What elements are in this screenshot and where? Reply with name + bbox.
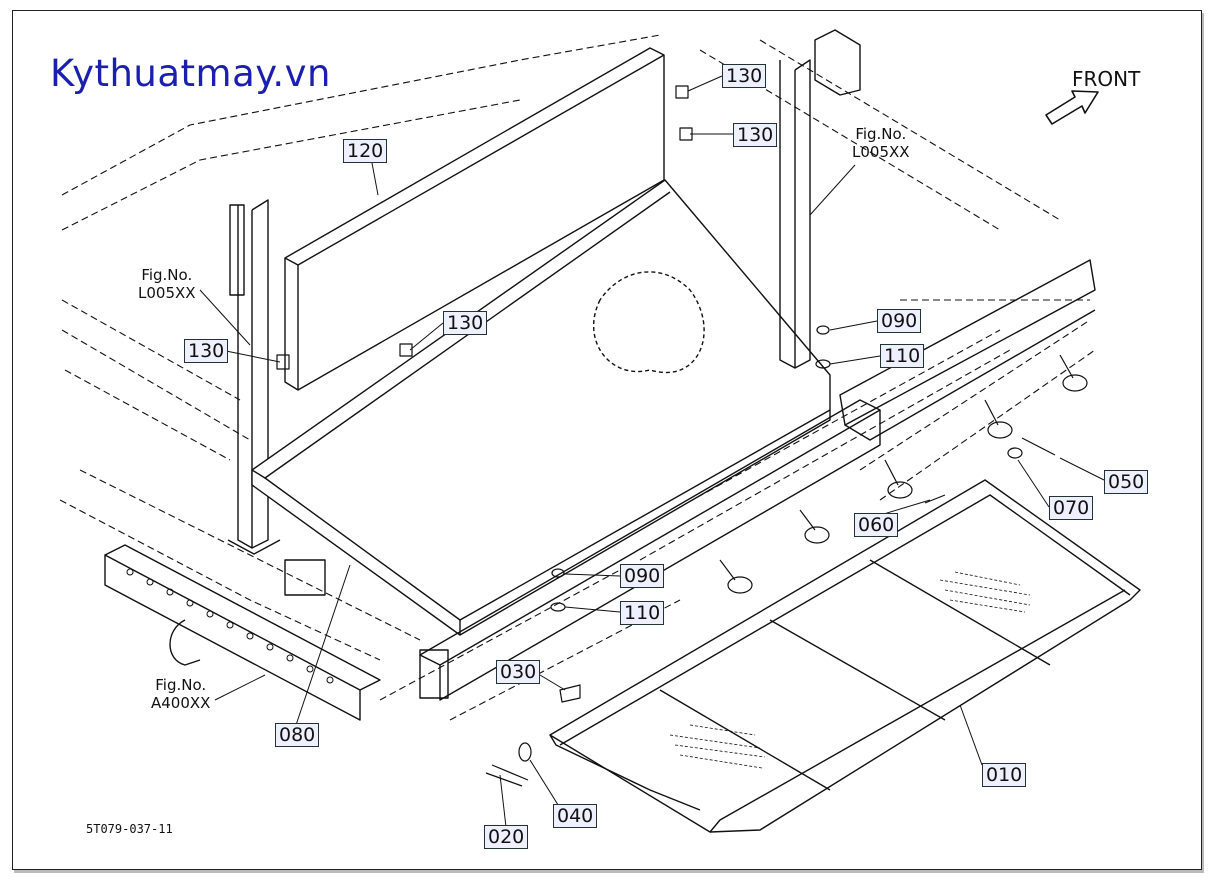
fig-ref-line2: L005XX [138,284,196,302]
fig-ref-upper-right: Fig.No. L005XX [852,125,910,161]
part-callout-080: 080 [275,723,320,747]
part-callout-070: 070 [1049,496,1094,520]
floor-panel [251,179,831,636]
part-callout-090-lower: 090 [620,564,665,588]
fig-ref-line1: Fig.No. [141,266,193,284]
front-arrow-icon [1045,90,1099,125]
guard-tray-010 [549,479,1141,833]
part-callout-130-center: 130 [443,311,488,335]
fig-ref-left: Fig.No. L005XX [138,266,196,302]
part-callout-130-left: 130 [184,339,229,363]
cutaway-outline [593,271,705,373]
left-upright-post [227,199,281,555]
drawing-number: 5T079-037-11 [86,822,173,836]
part-callout-040: 040 [553,804,598,828]
fig-ref-line1: Fig.No. [855,125,907,143]
fig-ref-line2: A400XX [151,694,211,712]
left-front-beam [104,544,381,721]
leader-lines [199,75,1105,828]
mesh-pattern [669,571,1031,769]
part-callout-090-upper: 090 [877,309,922,333]
part-callout-030: 030 [496,660,541,684]
fasteners [276,85,1056,787]
front-direction-label: FRONT [1072,67,1141,91]
part-callout-010: 010 [982,763,1027,787]
part-callout-110-upper: 110 [880,344,925,368]
fig-ref-lower-left: Fig.No. A400XX [151,676,210,712]
part-callout-060: 060 [854,513,899,537]
watermark-text: Kythuatmay.vn [50,52,332,95]
part-callout-130-top: 130 [722,64,767,88]
hinge-brackets [719,354,1088,594]
fig-ref-line2: L005XX [852,143,910,161]
part-callout-120: 120 [343,139,388,163]
right-upright-post [779,29,861,369]
part-callout-020: 020 [484,825,529,849]
right-side-beam [839,259,1096,441]
part-callout-110-lower: 110 [620,601,665,625]
part-callout-050: 050 [1104,470,1149,494]
fig-ref-line1: Fig.No. [155,676,207,694]
part-callout-130-second: 130 [733,123,778,147]
